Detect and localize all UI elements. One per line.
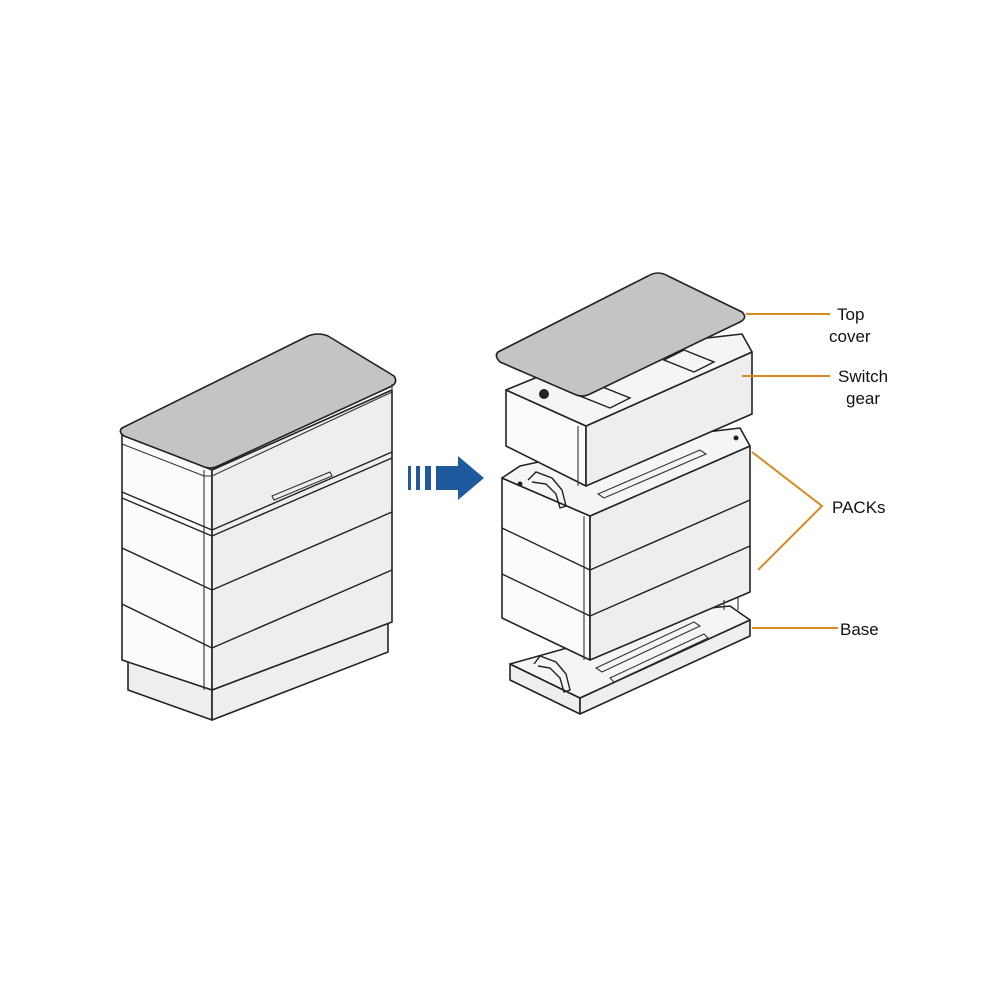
label-top-cover-line-2: cover	[829, 327, 871, 346]
label-top-cover-line-1: Top	[837, 305, 864, 324]
switchgear-connector-back	[662, 349, 716, 373]
exploded-battery	[495, 272, 753, 715]
labels: Top cover Switch gear PACKs Base	[829, 305, 888, 639]
packs-pin-front	[517, 481, 523, 487]
packs-handle	[527, 471, 567, 509]
arrow-head	[436, 456, 484, 500]
packs-seam-1	[501, 499, 751, 571]
assembled-seam-1b	[121, 457, 393, 537]
assembled-side-face	[211, 389, 393, 691]
packs-top-face	[501, 427, 751, 517]
label-switch-gear-line-2: gear	[846, 389, 880, 408]
exploded-packs	[501, 427, 751, 661]
assembled-seam-1	[121, 451, 393, 531]
assembled-seam-2	[121, 511, 393, 591]
exploded-base	[509, 605, 751, 715]
exploded-switch-gear	[505, 333, 753, 487]
assembled-handle-slot	[271, 471, 333, 501]
packs-seam-2	[501, 545, 751, 617]
arrow-dash-2	[416, 466, 420, 490]
arrow-dash-1	[408, 466, 411, 490]
assembled-battery	[119, 333, 397, 721]
arrow-dash-3	[425, 466, 431, 490]
leader-packs	[751, 451, 824, 571]
switchgear-knob	[539, 389, 549, 399]
packs-feet	[723, 598, 739, 610]
explode-arrow	[408, 456, 484, 500]
packs-pin-back	[733, 435, 739, 441]
base-rail-back	[609, 633, 709, 683]
base-handle	[533, 655, 571, 693]
label-packs: PACKs	[832, 498, 886, 517]
assembled-front-face	[121, 431, 213, 691]
base-rail-front	[594, 621, 702, 673]
exploded-top-cover	[495, 272, 746, 397]
assembled-seam-3	[121, 569, 393, 649]
label-base: Base	[840, 620, 879, 639]
leader-lines	[742, 313, 838, 629]
packs-top-rail	[596, 449, 708, 499]
assembled-lid-edge	[121, 384, 393, 477]
label-switch-gear-line-1: Switch	[838, 367, 888, 386]
